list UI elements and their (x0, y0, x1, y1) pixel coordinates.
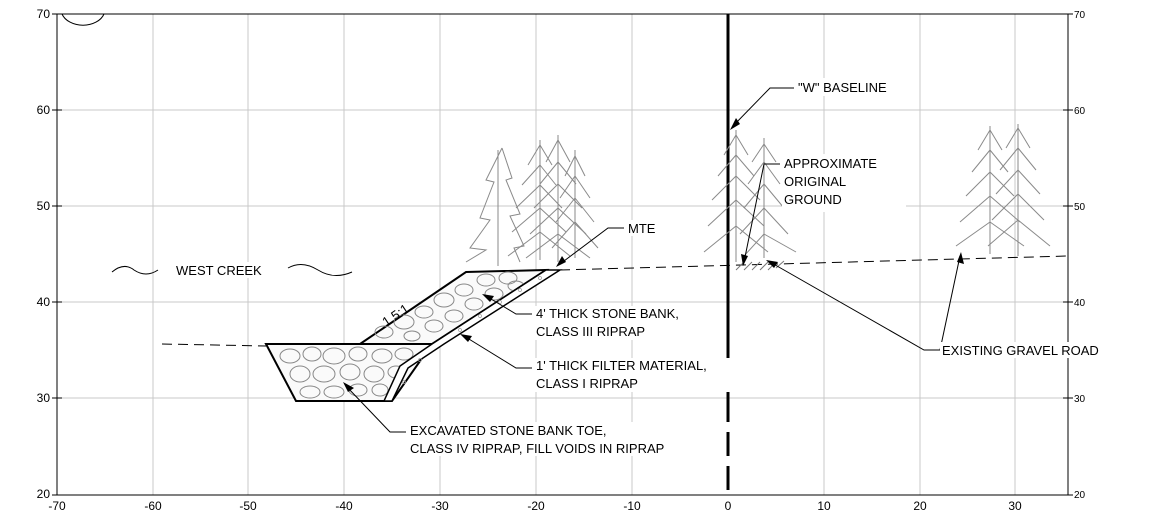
toe-leader (345, 385, 406, 433)
filter-label-line1: 1' THICK FILTER MATERIAL, (536, 358, 707, 373)
toe-arrow (343, 382, 354, 392)
ground-arrow (741, 254, 748, 266)
y-tick-right: 40 (1074, 298, 1086, 309)
toe-label-line1: EXCAVATED STONE BANK TOE, (410, 423, 607, 438)
filter-layer (382, 269, 563, 402)
y-tick-left: 40 (37, 295, 51, 309)
x-tick: -10 (623, 499, 641, 513)
toe-label-line2: CLASS IV RIPRAP, FILL VOIDS IN RIPRAP (410, 441, 664, 456)
x-tick: -70 (48, 499, 66, 513)
x-tick: 20 (913, 499, 927, 513)
filter-label-line2: CLASS I RIPRAP (536, 376, 638, 391)
mte-arrow (556, 256, 566, 267)
gravel-road-arrow-right (957, 252, 964, 264)
grid-horizontal (57, 109, 1068, 399)
stone-bank-toe (264, 343, 434, 402)
tree-icon (507, 135, 599, 262)
stone-bank-leader (485, 295, 532, 315)
filter-arrow (460, 334, 472, 342)
y-tick-right: 50 (1074, 202, 1086, 213)
x-tick: -50 (239, 499, 257, 513)
creek-wave-right (287, 264, 353, 276)
y-tick-right: 70 (1074, 10, 1086, 21)
gravel-road-arrow-left (766, 260, 778, 268)
x-tick: 30 (1008, 499, 1022, 513)
y-tick-right: 30 (1074, 394, 1086, 405)
stone-bank (356, 268, 550, 345)
x-tick: -30 (431, 499, 449, 513)
left-tick-marks (52, 13, 62, 496)
original-ground-line (559, 255, 1069, 271)
right-tick-marks (1063, 13, 1073, 496)
y-tick-left: 30 (37, 391, 51, 405)
approximate-ground-label-line2: ORIGINAL (784, 174, 846, 189)
y-tick-left: 50 (37, 199, 51, 213)
x-tick: 10 (817, 499, 831, 513)
y-tick-right: 20 (1074, 490, 1086, 501)
drawing-frame (56, 13, 1069, 496)
tree-icon (955, 124, 1051, 256)
baseline-label: "W" BASELINE (798, 80, 887, 95)
approximate-ground-label-line3: GROUND (784, 192, 842, 207)
mte-leader (559, 227, 624, 265)
y-tick-left: 60 (37, 103, 51, 117)
x-tick: -60 (144, 499, 162, 513)
baseline-arrow (730, 118, 740, 130)
x-tick: 0 (725, 499, 732, 513)
ground-leader (743, 163, 780, 263)
approximate-ground-label-line1: APPROXIMATE (784, 156, 877, 171)
mte-label: MTE (628, 221, 656, 236)
west-creek-label: WEST CREEK (176, 263, 262, 278)
gravel-road-leader-left (769, 261, 940, 351)
y-tick-right: 60 (1074, 106, 1086, 117)
stone-bank-label-line1: 4' THICK STONE BANK, (536, 306, 679, 321)
creek-water-line (161, 343, 267, 347)
creek-wave-left (111, 266, 159, 275)
y-tick-left: 20 (37, 487, 51, 501)
tree-icon (465, 147, 525, 266)
x-tick: -40 (335, 499, 353, 513)
stone-bank-arrow (482, 294, 494, 302)
baseline-leader (732, 87, 794, 127)
stone-bank-label-line2: CLASS III RIPRAP (536, 324, 645, 339)
title-circle (61, 13, 105, 26)
filter-leader (463, 335, 532, 369)
gravel-road-label: EXISTING GRAVEL ROAD (942, 343, 1099, 358)
gravel-road-leader-right (939, 255, 961, 351)
y-tick-left: 70 (37, 7, 51, 21)
x-tick: -20 (527, 499, 545, 513)
